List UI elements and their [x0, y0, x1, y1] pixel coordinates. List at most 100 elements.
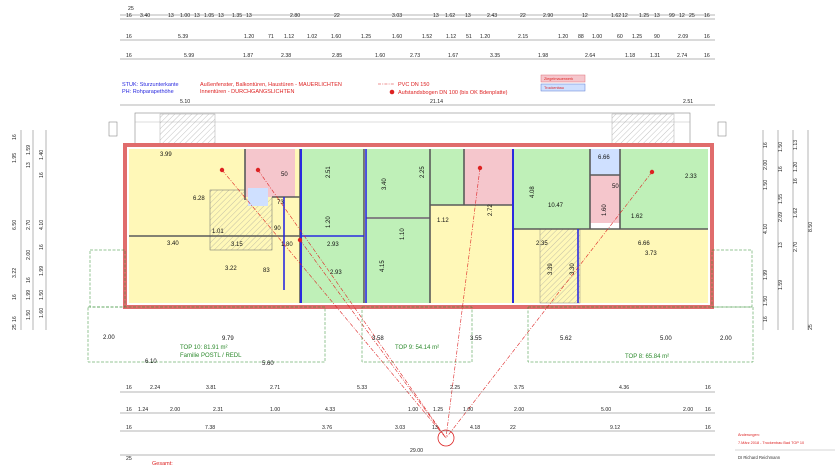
dim: 1.50	[778, 142, 784, 152]
room-zimmer-2	[366, 149, 430, 217]
top-dim-row-3: 16 5.99 1.87 2.38 2.85 1.60 2.73 1.67 3.…	[126, 53, 710, 59]
dim: 25	[126, 456, 132, 462]
dim: 60	[617, 34, 623, 40]
dim: 1.25	[433, 407, 443, 413]
dim: 1.99	[763, 270, 769, 280]
dim: 2.31	[213, 407, 223, 413]
dim: 9.12	[610, 425, 620, 431]
dim: 5.99	[184, 53, 194, 59]
dim: 1.62	[793, 208, 799, 218]
room-zimmer-right	[514, 149, 590, 229]
pipe-bends	[219, 165, 655, 243]
terrace-dim: 5.60	[262, 361, 274, 367]
room-dim: 50	[612, 184, 619, 190]
pipe-bend-icon	[389, 89, 395, 95]
dim: 1.25	[632, 34, 642, 40]
dim: 1.50	[26, 310, 32, 320]
room-dim: 6.66	[638, 241, 650, 247]
change-entry: 7.März 2018 - Trockenbau Bad TOP 10	[738, 441, 804, 445]
dim: 16	[126, 13, 132, 19]
dim: 13	[194, 13, 200, 19]
dim: 1.12	[284, 34, 294, 40]
dim: 2.43	[487, 13, 497, 19]
room-dim: 6.28	[193, 196, 205, 202]
dim: 16	[126, 407, 132, 413]
dim: 16	[39, 244, 45, 250]
room-vorraum-mid	[430, 149, 464, 205]
dim: 88	[578, 34, 584, 40]
dim: 22	[334, 13, 340, 19]
dim: 2.09	[778, 212, 784, 222]
terrace-dim: 2.00	[103, 335, 115, 341]
room-dim: 1.80	[281, 242, 293, 248]
room-ab-right	[590, 149, 620, 175]
room-dim: 2.51	[326, 166, 332, 178]
dim: 12	[679, 13, 685, 19]
dim: 5.00	[601, 407, 611, 413]
room-dim: 6.66	[598, 155, 610, 161]
dim: 1.35	[232, 13, 242, 19]
dim: 1.20	[480, 34, 490, 40]
dim: 3.75	[514, 385, 524, 391]
dim: 1.62	[445, 13, 455, 19]
room-zimmer-right-2	[620, 149, 708, 229]
bottom-dimension-chains: 16 2.24 3.81 2.71 5.33 2.25 3.75 4.36 16…	[120, 385, 715, 462]
dim: 1.00	[270, 407, 280, 413]
room-dim: 2.72	[488, 204, 494, 216]
dim: 2.00	[170, 407, 180, 413]
dim: 2.64	[585, 53, 595, 59]
dim: 1.50	[763, 296, 769, 306]
dim: 7.38	[205, 425, 215, 431]
dim: 25	[689, 13, 695, 19]
dim: 2.80	[290, 13, 300, 19]
dim: 16	[126, 425, 132, 431]
dim: 1.20	[244, 34, 254, 40]
dim: 3.76	[322, 425, 332, 431]
room-dim: 4.15	[380, 260, 386, 272]
dim: 2.00	[26, 250, 32, 260]
dim: 1.52	[422, 34, 432, 40]
room-dim: 3.99	[160, 152, 172, 158]
dim: 25	[12, 324, 18, 330]
sewer-connection-icon	[437, 429, 455, 447]
dim: 16	[763, 316, 769, 322]
dim: 16	[39, 172, 45, 178]
dim: 1.12	[446, 34, 456, 40]
dim: 13	[26, 162, 32, 168]
dim: 1.87	[243, 53, 253, 59]
dim: 3.22	[12, 268, 18, 278]
dim: 12	[622, 13, 628, 19]
dim: 4.10	[763, 224, 769, 234]
legend-inner: Innentüren - DURCHGANGSLICHTEN	[200, 89, 294, 95]
room-dim: 50	[281, 172, 288, 178]
room-dim: 1.01	[212, 229, 224, 235]
room-dim: 2.25	[420, 166, 426, 178]
dim: 2.51	[683, 99, 693, 105]
legend-swatch-dry	[540, 83, 586, 92]
dim: 1.50	[39, 290, 45, 300]
bottom-dim-row-2: 16 1.24 2.00 2.31 1.00 4.33 1.00 1.25 1.…	[126, 407, 711, 413]
dim: 1.55	[778, 194, 784, 204]
dim: 1.99	[26, 290, 32, 300]
dim: 1.60	[375, 53, 385, 59]
dim: 1.98	[538, 53, 548, 59]
right-dimension-chains: 16 2.00 1.50 1.50 16 1.13 1.20 16 1.55 1…	[762, 130, 814, 330]
legend-dry-label: Trockenbau	[544, 86, 564, 90]
dim: 3.03	[392, 13, 402, 19]
dim: 71	[268, 34, 274, 40]
dim: 16	[12, 134, 18, 140]
terrace-top10-num: 9.79	[222, 336, 234, 342]
dim: 1.62	[611, 13, 621, 19]
dim: 13	[465, 13, 471, 19]
terrace-dim: 2.00	[720, 336, 732, 342]
dim: 2.73	[410, 53, 420, 59]
dim: 1.60	[392, 34, 402, 40]
room-dim: 3.39	[548, 263, 554, 275]
room-dim: 73	[277, 200, 284, 206]
dim: 5.10	[180, 99, 190, 105]
dim: 2.09	[678, 34, 688, 40]
author: DI Richard Reichmann	[738, 455, 781, 460]
dim: 4.18	[470, 425, 480, 431]
dim: 1.99	[39, 266, 45, 276]
